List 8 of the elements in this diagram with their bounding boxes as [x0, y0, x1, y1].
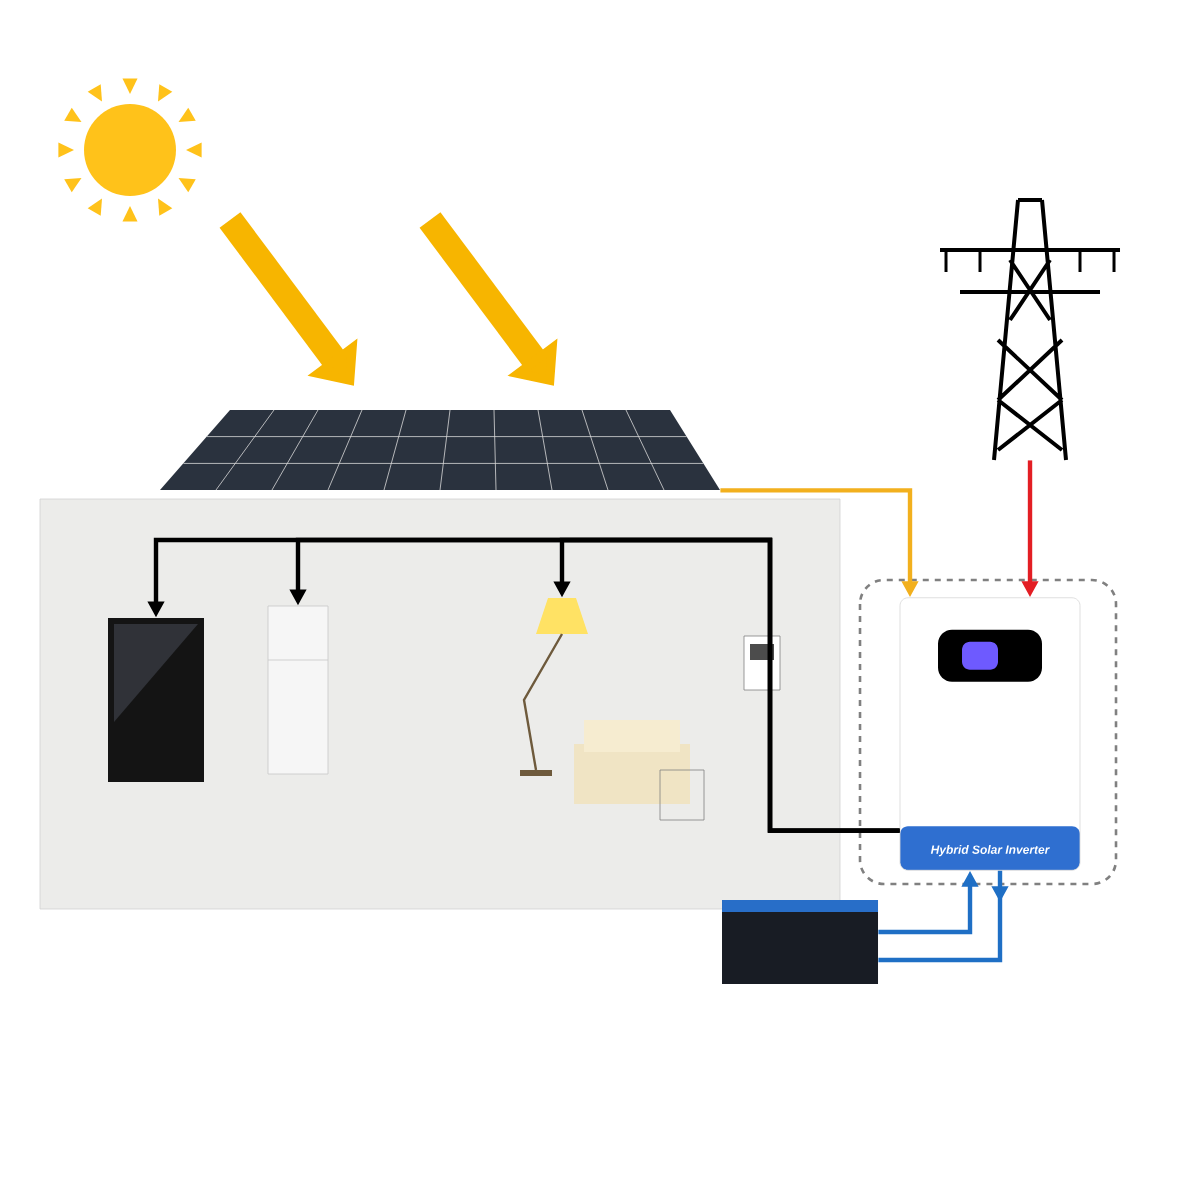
solar-panel-drawing [160, 409, 720, 491]
sun-drawing [58, 78, 202, 222]
battery-drawing [722, 900, 878, 984]
floor-lamp-drawing [520, 598, 588, 776]
arrow [878, 870, 1009, 963]
tv-drawing [108, 618, 204, 782]
power-tower-drawing [938, 198, 1122, 462]
fridge-drawing [267, 605, 329, 775]
